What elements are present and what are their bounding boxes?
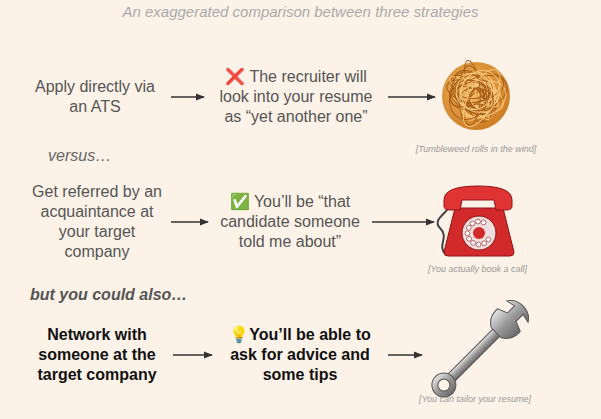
tumbleweed-ball bbox=[442, 62, 510, 130]
phone-handset bbox=[444, 186, 512, 210]
node-text: 💡You’ll be able to ask for advice and so… bbox=[218, 323, 382, 387]
dial-hole bbox=[476, 219, 481, 224]
dial-hole bbox=[476, 242, 481, 247]
section-label: but you could also… bbox=[30, 286, 187, 304]
flow-arrow bbox=[173, 354, 212, 355]
icon-box: [Tumbleweed rolls in the wind] bbox=[441, 60, 511, 132]
dial-hole bbox=[481, 220, 486, 225]
tumbleweed-strand bbox=[454, 64, 508, 120]
icon-box: [You actually book a call] bbox=[440, 185, 515, 258]
flow-arrow bbox=[372, 221, 434, 222]
flow-arrow bbox=[171, 96, 204, 97]
dial-hole bbox=[466, 225, 471, 230]
tumbleweed-strands bbox=[442, 59, 512, 132]
tumbleweed-strand bbox=[452, 69, 497, 114]
dial-hole bbox=[465, 231, 470, 236]
strategy-text: Network with someone at the target compa… bbox=[27, 323, 167, 387]
flow-arrow bbox=[388, 354, 422, 355]
strategy-text: Apply directly via an ATS bbox=[25, 75, 165, 119]
phone-dial bbox=[462, 216, 496, 250]
wrench-ring-hole bbox=[435, 377, 452, 394]
icon-caption: [You can tailor your resume] bbox=[419, 394, 531, 404]
dial-holes bbox=[465, 219, 491, 247]
strategy-text: ❌ The recruiter will look into your resu… bbox=[210, 65, 382, 129]
icon-caption: [Tumbleweed rolls in the wind] bbox=[416, 144, 536, 154]
wrench-handle bbox=[446, 326, 503, 383]
dial-hole bbox=[471, 240, 476, 245]
dial-center bbox=[473, 227, 485, 239]
dial-hole bbox=[486, 237, 491, 242]
flow-arrow bbox=[171, 221, 208, 222]
strategy-text: Get referred by an acquaintance at your … bbox=[29, 180, 165, 264]
dial-hole bbox=[467, 236, 472, 241]
phone-base bbox=[444, 208, 514, 256]
tumbleweed-strand bbox=[456, 64, 508, 132]
diagram-title: An exaggerated comparison between three … bbox=[0, 3, 601, 20]
icon-box: [You can tailor your resume] bbox=[428, 318, 522, 390]
wrench-icon bbox=[424, 295, 534, 405]
node-text: Network with someone at the target compa… bbox=[27, 323, 167, 387]
node-text: Get referred by an acquaintance at your … bbox=[29, 180, 165, 264]
dial-hole bbox=[482, 241, 487, 246]
icon-caption: [You actually book a call] bbox=[428, 264, 527, 274]
node-text: ❌ The recruiter will look into your resu… bbox=[210, 65, 382, 129]
tumbleweed-icon bbox=[442, 59, 512, 132]
tumbleweed-strand bbox=[462, 75, 500, 115]
flow-arrow bbox=[388, 96, 435, 97]
telephone-icon bbox=[438, 186, 514, 256]
node-text: ✅ You’ll be “that candidate someone told… bbox=[214, 190, 366, 254]
strategy-text: ✅ You’ll be “that candidate someone told… bbox=[214, 190, 366, 254]
node-text: Apply directly via an ATS bbox=[25, 75, 165, 119]
section-label: versus… bbox=[48, 147, 111, 165]
dial-hole bbox=[470, 221, 475, 226]
strategy-text: 💡You’ll be able to ask for advice and so… bbox=[218, 323, 382, 387]
wrench-open-end bbox=[485, 295, 535, 345]
tumbleweed-strand bbox=[465, 84, 498, 115]
